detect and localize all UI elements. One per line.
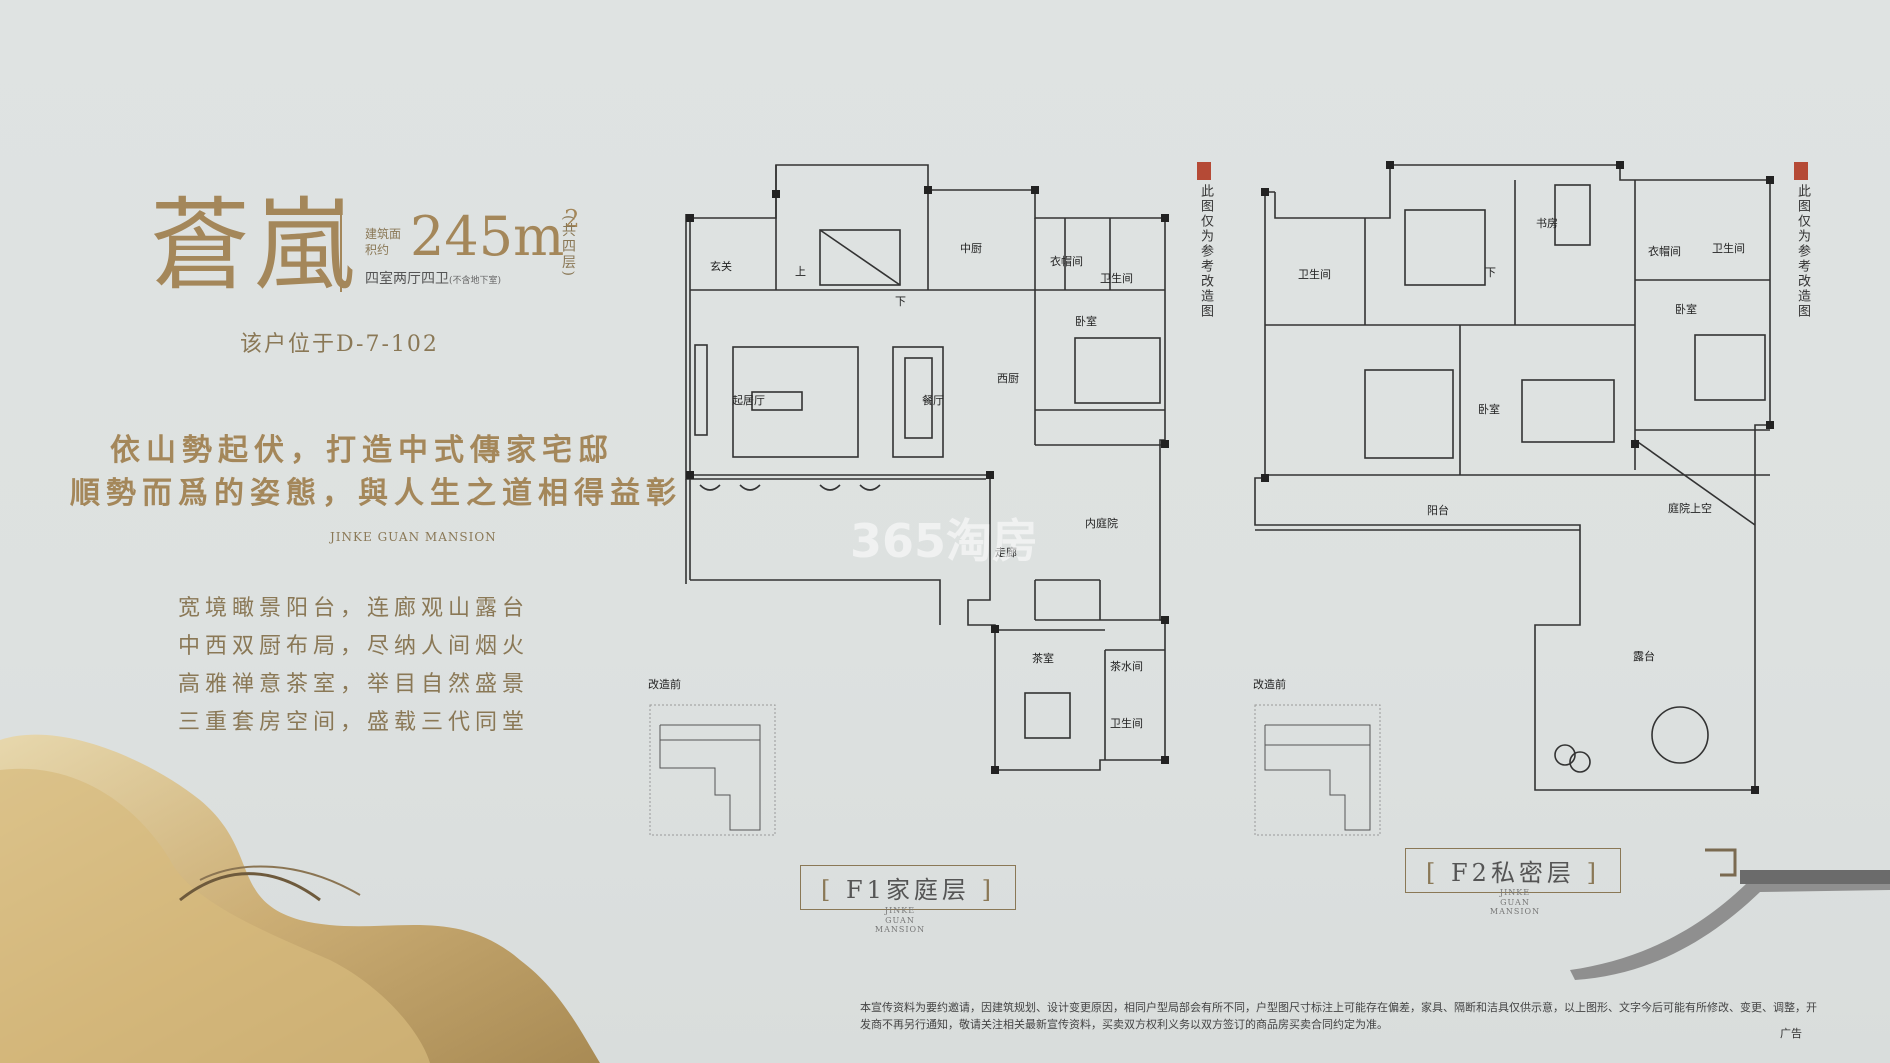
feature-4: 三重套房空间，盛载三代同堂	[178, 710, 530, 735]
f2-room-bathroom-1: 卫生间	[1298, 267, 1331, 281]
f2-walls	[1254, 164, 1771, 791]
f1-bracket-left: [	[821, 876, 835, 904]
room-terrace: 露台	[1633, 649, 1655, 663]
area-value: 245m2	[410, 205, 580, 268]
f2-room-bedroom-1: 卧室	[1675, 302, 1697, 316]
f1-walls	[685, 164, 1166, 771]
stair-up-label: 上	[795, 265, 806, 278]
slogan-line-2: 順勢而爲的姿態，與人生之道相得益彰	[70, 476, 682, 511]
area-label: 建筑面积约	[365, 227, 402, 258]
feature-3: 高雅禅意茶室，举目自然盛景	[178, 672, 530, 697]
room-courtyard: 内庭院	[1085, 516, 1118, 530]
room-dining: 餐厅	[922, 393, 944, 407]
room-balcony: 阳台	[1427, 503, 1449, 517]
wall-nodes	[686, 161, 1774, 794]
rooms-note: (不含地下室)	[449, 276, 502, 286]
room-cloakroom: 衣帽间	[1050, 254, 1083, 268]
room-tea-water: 茶水间	[1110, 660, 1143, 673]
seal-stamp-f2	[1794, 162, 1808, 180]
f2-room-cloakroom: 衣帽间	[1648, 244, 1681, 258]
side-note-f1: 此图仅为参考改造图	[1198, 184, 1213, 319]
f1-floor-label: [ F1家庭层 ]	[800, 865, 1016, 910]
f2-before-mini-plan	[1254, 704, 1381, 836]
room-bathroom-1: 卫生间	[1100, 271, 1133, 285]
room-tea: 茶室	[1032, 651, 1054, 665]
stair-down-label: 下	[895, 295, 906, 308]
f1-bracket-right: ]	[981, 876, 995, 904]
watermark: 365淘房	[850, 514, 1039, 568]
room-living: 起居厅	[732, 394, 765, 407]
f2-bracket-left: [	[1426, 859, 1440, 887]
f1-before-mini-plan	[649, 704, 776, 836]
f1-before-label: 改造前	[648, 677, 681, 691]
f1-english: JINKE GUAN MANSION	[874, 906, 926, 935]
ad-label: 广告	[1780, 1027, 1802, 1040]
room-bathroom-2: 卫生间	[1110, 716, 1143, 730]
room-bedroom: 卧室	[1075, 314, 1097, 328]
area-unit-sup: 2	[564, 205, 580, 233]
title-divider	[340, 210, 342, 292]
room-layout: 四室两厅四卫(不含地下室)	[365, 268, 501, 288]
room-entry: 玄关	[710, 259, 732, 273]
area-number: 245m	[410, 205, 565, 268]
f2-floor-label: [ F2私密层 ]	[1405, 848, 1621, 893]
room-study: 书房	[1536, 217, 1558, 230]
seal-stamp-f1	[1197, 162, 1211, 180]
floor-count: (共四层)	[560, 215, 576, 278]
f2-room-bedroom-2: 卧室	[1478, 402, 1500, 416]
rooms-text: 四室两厅四卫	[365, 271, 449, 287]
f2-before-label: 改造前	[1253, 677, 1286, 691]
f2-room-bathroom-2: 卫生间	[1712, 241, 1745, 255]
side-note-f2: 此图仅为参考改造图	[1795, 184, 1810, 319]
slogan-line-1: 依山勢起伏，打造中式傳家宅邸	[110, 433, 614, 468]
room-corridor: 走廊	[995, 545, 1017, 559]
room-courtyard-void: 庭院上空	[1668, 501, 1712, 515]
f2-label-text: F2私密层	[1451, 859, 1575, 887]
f2-english: JINKE GUAN MANSION	[1489, 888, 1541, 917]
english-subtitle: JINKE GUAN MANSION	[330, 530, 497, 544]
f1-label-text: F1家庭层	[846, 876, 970, 904]
room-west-kitchen: 西厨	[997, 372, 1019, 385]
feature-2: 中西双厨布局，尽纳人间烟火	[178, 634, 530, 659]
f2-stair-down: 下	[1485, 266, 1496, 279]
unit-location: 该户位于D-7-102	[240, 332, 439, 357]
feature-1: 宽境瞰景阳台，连廊观山露台	[178, 596, 530, 621]
project-title: 蒼嵐	[150, 187, 358, 304]
disclaimer: 本宣传资料为要约邀请，因建筑规划、设计变更原因，相同户型局部会有所不同，户型图尺…	[860, 1001, 1817, 1031]
room-mid-kitchen: 中厨	[960, 242, 982, 255]
f2-bracket-right: ]	[1586, 859, 1600, 887]
